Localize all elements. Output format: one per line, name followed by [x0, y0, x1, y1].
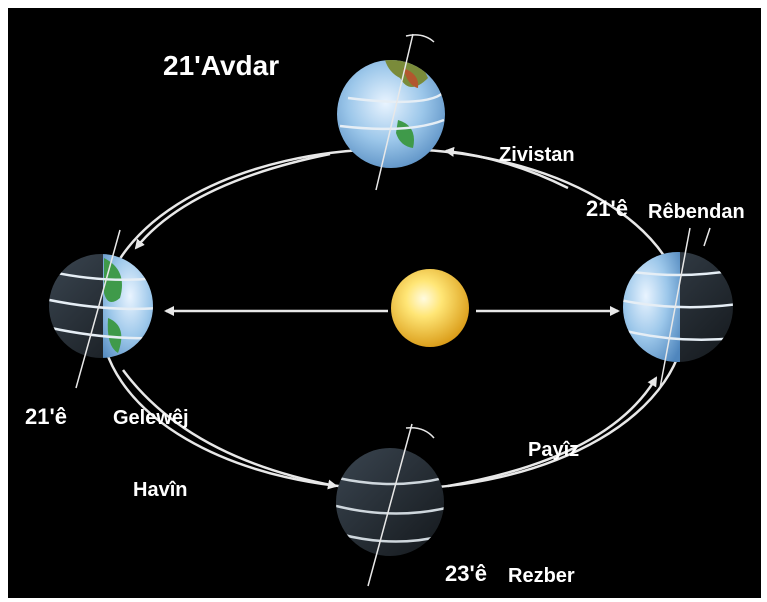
sun — [391, 269, 469, 347]
orbit-arrow-top-left — [134, 152, 331, 250]
earth-bottom — [336, 423, 444, 587]
label-winter-season: Zivistan — [499, 144, 575, 166]
label-summer-date-month: Gelewêj — [113, 407, 189, 429]
orbit-arrow-top-right — [444, 146, 569, 190]
earth-right — [623, 227, 733, 389]
label-summer-season: Havîn — [133, 479, 188, 501]
label-autumn-season: Payîz — [528, 439, 580, 461]
label-spring-date: 21'Avdar — [163, 50, 280, 81]
earth-left — [49, 229, 153, 389]
label-summer-date-num: 21'ê — [25, 404, 67, 429]
orbit-arrow-bottom-left — [121, 369, 338, 490]
label-autumn-date-month: Rezber — [508, 565, 575, 587]
label-winter-date-num: 21'ê — [586, 196, 628, 221]
diagram-canvas: 21'Avdar Zivistan 21'ê Rêbendan 21'ê Gel… — [8, 8, 761, 598]
orbit-arrow-bottom-right — [447, 376, 658, 488]
orbit-diagram — [49, 33, 733, 587]
earth-top — [337, 33, 445, 191]
label-winter-date-month: Rêbendan — [648, 201, 745, 223]
label-autumn-date-num: 23'ê — [445, 561, 487, 586]
